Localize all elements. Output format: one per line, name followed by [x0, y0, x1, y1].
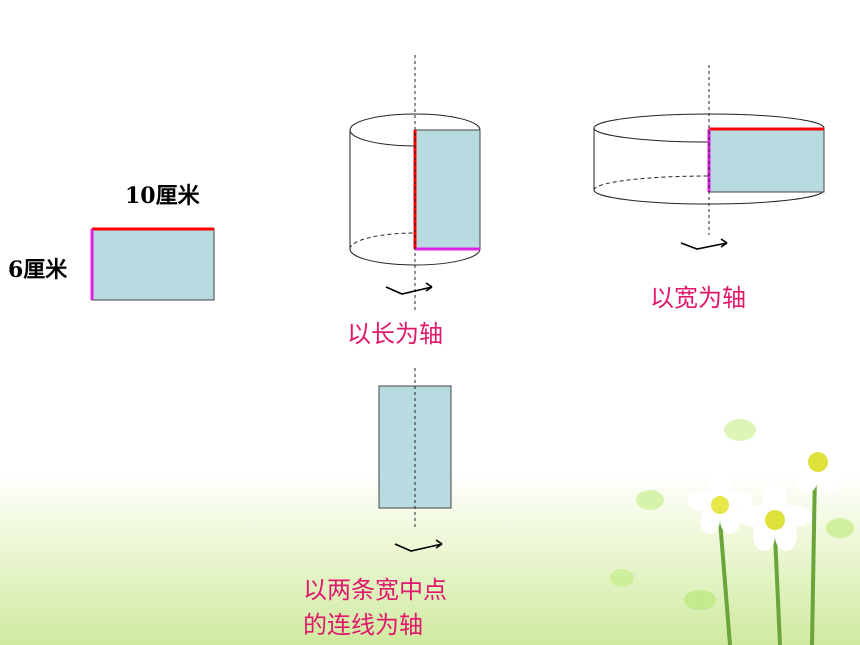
- rotation-arrow-icon: [385, 282, 433, 295]
- length-label: 10厘米: [125, 183, 200, 209]
- rotation-arrow-icon: [394, 539, 443, 552]
- cylinder-width-axis: [593, 65, 825, 250]
- rotation-arrow-icon: [680, 238, 728, 250]
- caption-width-axis: 以宽为轴: [650, 284, 746, 312]
- rectangle-midline-axis: [378, 368, 452, 552]
- caption-midline-axis-line1: 以两条宽中点: [303, 576, 447, 604]
- original-rectangle: [90, 227, 215, 301]
- cylinder-length-axis: [349, 55, 481, 310]
- flower-decoration: [610, 419, 855, 645]
- caption-midline-axis-line2: 的连线为轴: [303, 611, 423, 639]
- width-label: 6厘米: [8, 257, 68, 283]
- caption-length-axis: 以长为轴: [347, 320, 443, 348]
